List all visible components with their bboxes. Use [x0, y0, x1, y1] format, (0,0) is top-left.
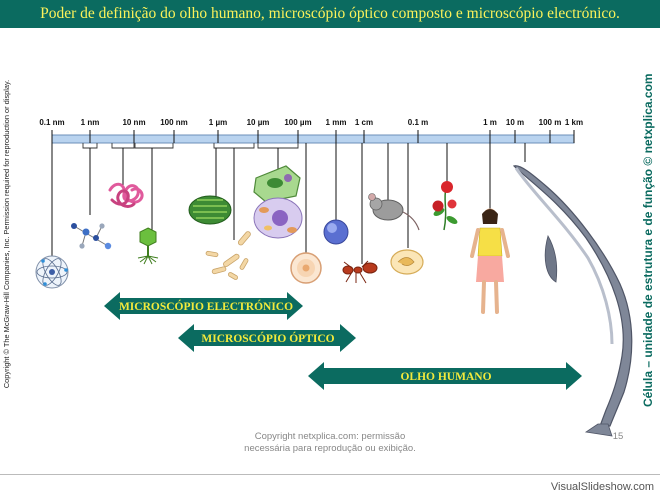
plant-cell-icon [253, 165, 301, 203]
range-arrow-human-eye: OLHO HUMANO [308, 362, 582, 390]
scale-brackets [82, 143, 299, 149]
range-label-electron: MICROSCÓPIO ELECTRÓNICO [119, 299, 293, 313]
scale-tick-label: 1 µm [209, 118, 227, 127]
scale-tick-label: 100 m [539, 118, 562, 127]
page-number: 15 [612, 431, 624, 442]
scale-tick-label: 1 mm [326, 118, 347, 127]
leader-lines [51, 143, 526, 264]
footer-divider [0, 474, 660, 475]
range-label-human-eye: OLHO HUMANO [400, 371, 491, 383]
human-icon [470, 208, 510, 314]
molecule-icon [71, 223, 112, 250]
animal-cell-icon [253, 197, 303, 239]
scale-tick-label: 1 m [483, 118, 497, 127]
scale-tick-label: 100 nm [160, 118, 188, 127]
scale-tick-label: 10 m [506, 118, 524, 127]
footer-copyright: Copyright netxplica.com: permissão neces… [210, 431, 450, 455]
scale-tick-label: 1 km [565, 118, 583, 127]
footer-line-2: necessária para reprodução ou exibição. [244, 443, 416, 454]
watermark[interactable]: VisualSlideshow.com [550, 481, 654, 493]
scale-tick-label: 100 µm [284, 118, 311, 127]
scale-tick-label: 10 µm [247, 118, 270, 127]
scale-tick-label: 1 nm [81, 118, 100, 127]
scale-tick-label: 10 nm [122, 118, 145, 127]
rose-icon [432, 181, 458, 231]
bacteria-icon [205, 231, 251, 280]
whale-icon [512, 165, 633, 437]
egg-cell-icon [290, 252, 322, 284]
range-arrow-electron: MICROSCÓPIO ELECTRÓNICO [104, 292, 303, 320]
range-arrow-optical: MICROSCÓPIO ÓPTICO [178, 324, 356, 352]
side-caption: Célula – unidade de estrutura e de funçã… [641, 73, 655, 407]
atom-icon [35, 255, 69, 289]
virus-icon [137, 227, 159, 265]
footer-line-1: Copyright netxplica.com: permissão [254, 431, 406, 442]
slide-title: Poder de definição do olho humano, micro… [0, 0, 660, 28]
chloroplast-icon [188, 195, 232, 225]
scale-bar [51, 134, 575, 144]
scale-tick-label: 0.1 m [408, 118, 428, 127]
scale-tick-label: 1 cm [355, 118, 373, 127]
protein-icon [108, 182, 144, 208]
human-egg-icon [323, 219, 349, 245]
frog-egg-icon [390, 249, 424, 275]
scale-tick-label: 0.1 nm [39, 118, 64, 127]
ant-icon [342, 260, 378, 284]
mouse-icon [368, 193, 420, 231]
range-label-optical: MICROSCÓPIO ÓPTICO [201, 331, 334, 345]
scale-ticks: 0.1 nm 1 nm 10 nm 100 nm 1 µm 10 µm 100 µm 1 mm… [39, 118, 583, 143]
